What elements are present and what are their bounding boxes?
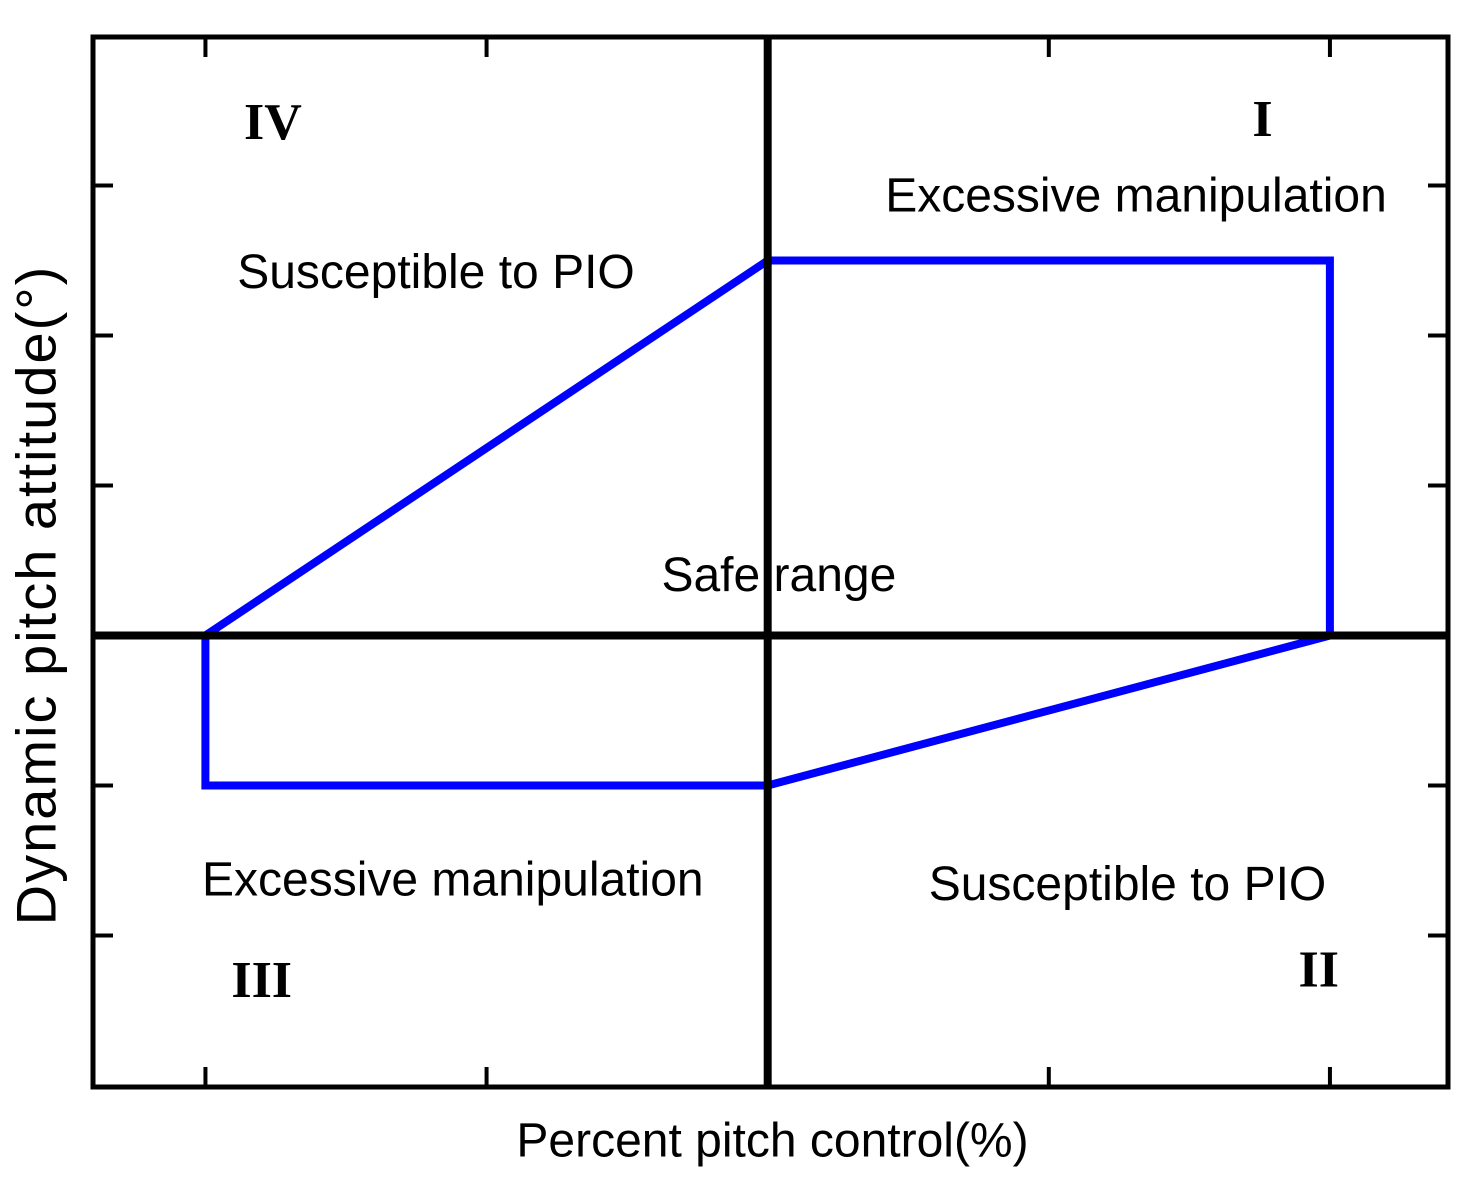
region-annotation-label: Susceptible to PIO (237, 246, 635, 299)
quadrant-numeral-label: I (1252, 91, 1272, 148)
region-annotation-label: Safe range (661, 549, 896, 602)
quadrant-numeral-label: II (1298, 942, 1338, 999)
plot-frame (90, 34, 1451, 1090)
x-axis-label: Percent pitch control(%) (516, 1115, 1028, 1168)
quadrant-numeral-label: IV (244, 94, 302, 151)
y-axis-label: Dynamic pitch attitude(°) (5, 265, 68, 926)
quadrant-numeral-label: III (231, 952, 292, 1009)
region-annotation-label: Excessive manipulation (885, 170, 1387, 223)
region-annotation-label: Excessive manipulation (202, 854, 704, 907)
region-annotation-label: Susceptible to PIO (929, 858, 1327, 911)
